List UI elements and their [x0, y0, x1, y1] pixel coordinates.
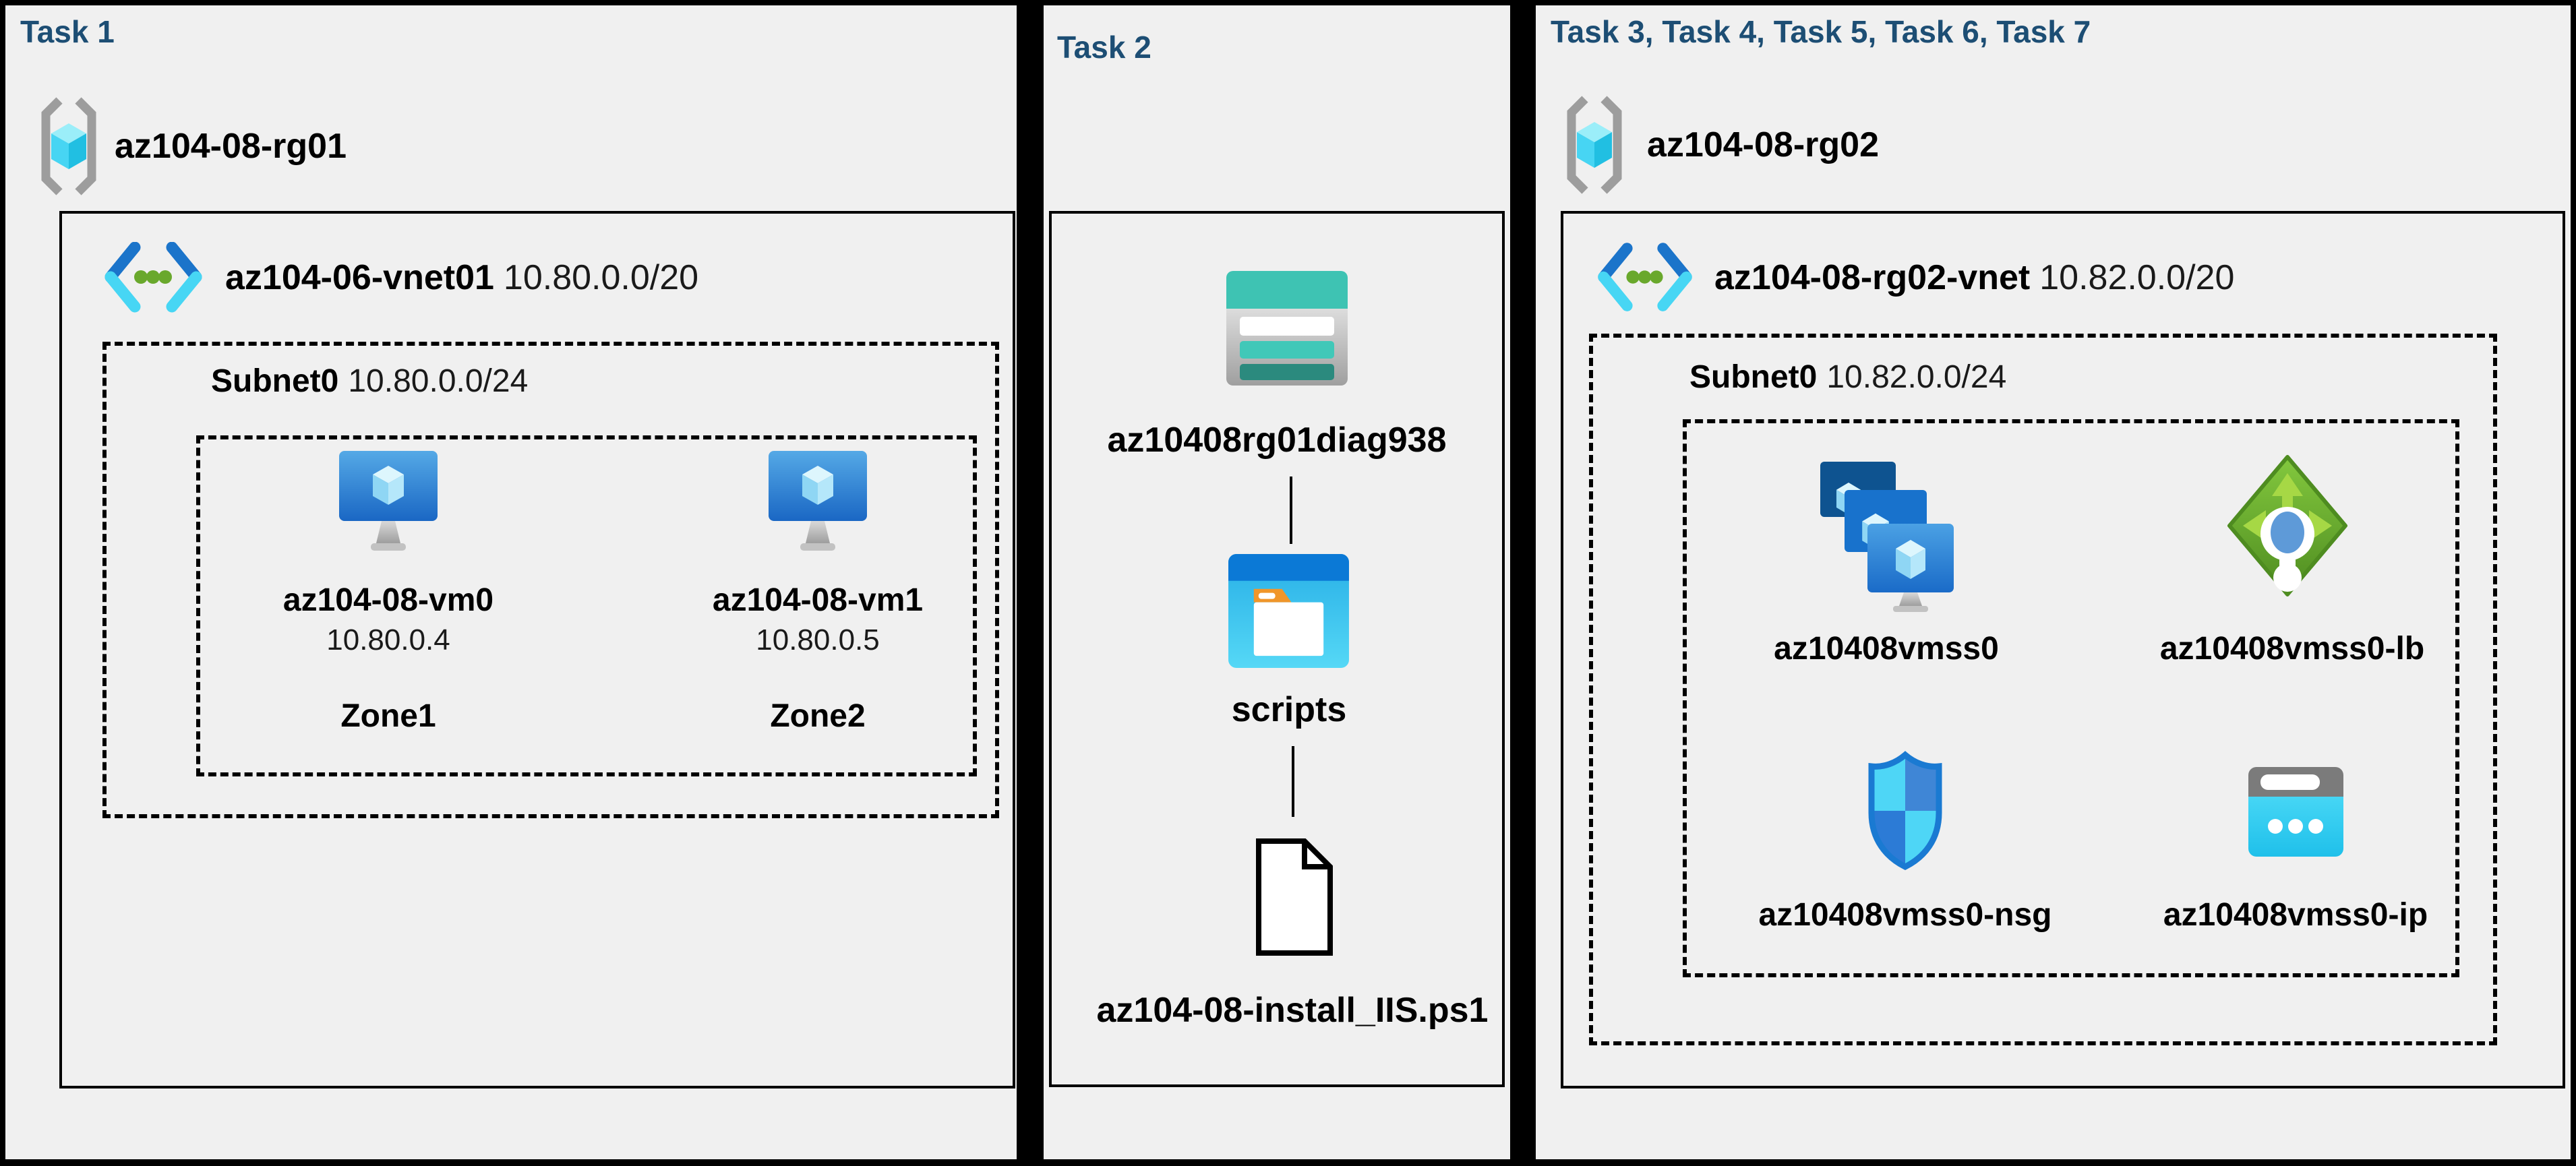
load-balancer-label: az10408vmss0-lb [2159, 631, 2425, 667]
resource-group-icon [39, 96, 98, 196]
panel1-title: Task 1 [20, 14, 115, 49]
panel2-title: Task 2 [1057, 30, 1151, 65]
nsg-label: az10408vmss0-nsg [1758, 897, 2052, 933]
vm-name: az104-08-vm0 [282, 582, 494, 618]
resource-group-label: az104-08-rg02 [1647, 125, 1879, 164]
virtual-network-icon [101, 242, 206, 313]
container-label: scripts [1231, 690, 1347, 729]
vmss-resources-box: az10408vmss0 [1683, 419, 2459, 977]
script-file-label: az104-08-install_IIS.ps1 [1096, 991, 1489, 1030]
load-balancer-icon [2227, 455, 2347, 596]
virtual-machine-icon [339, 451, 438, 551]
virtual-machine-icon [769, 451, 867, 551]
panel-task3-7: Task 3, Task 4, Task 5, Task 6, Task 7 a… [1536, 5, 2571, 1159]
resource-group-label: az104-08-rg01 [115, 127, 347, 166]
resource-group-icon [1564, 95, 1625, 195]
vmss-icon [1820, 462, 1954, 612]
vm-zone: Zone1 [340, 698, 436, 734]
vm-ip: 10.80.0.5 [756, 623, 880, 656]
panel-task2: Task 2 az10408rg01diag938 scripts [1044, 5, 1510, 1159]
connector-line [1292, 746, 1294, 817]
storage-account-label: az10408rg01diag938 [1107, 421, 1447, 460]
vmss-label: az10408vmss0 [1774, 631, 1999, 667]
connector-line [1290, 477, 1292, 544]
blob-container-icon [1228, 554, 1349, 668]
vm-ip: 10.80.0.4 [326, 623, 450, 656]
vm-name: az104-08-vm1 [712, 582, 924, 618]
task2-box: az10408rg01diag938 scripts az104-08-inst… [1049, 211, 1505, 1087]
storage-account-icon [1226, 271, 1348, 386]
virtual-network-icon [1594, 242, 1696, 313]
public-ip-icon [2248, 767, 2343, 857]
public-ip-label: az10408vmss0-ip [2163, 897, 2428, 933]
vm-zone: Zone2 [770, 698, 866, 734]
nsg-icon [1868, 751, 1942, 871]
panel3-title: Task 3, Task 4, Task 5, Task 6, Task 7 [1551, 14, 2091, 49]
vm-zone-box: az104-08-vm0 10.80.0.4 Zone1 az104-08-vm… [196, 435, 977, 776]
ps1-file-icon [1256, 838, 1333, 956]
